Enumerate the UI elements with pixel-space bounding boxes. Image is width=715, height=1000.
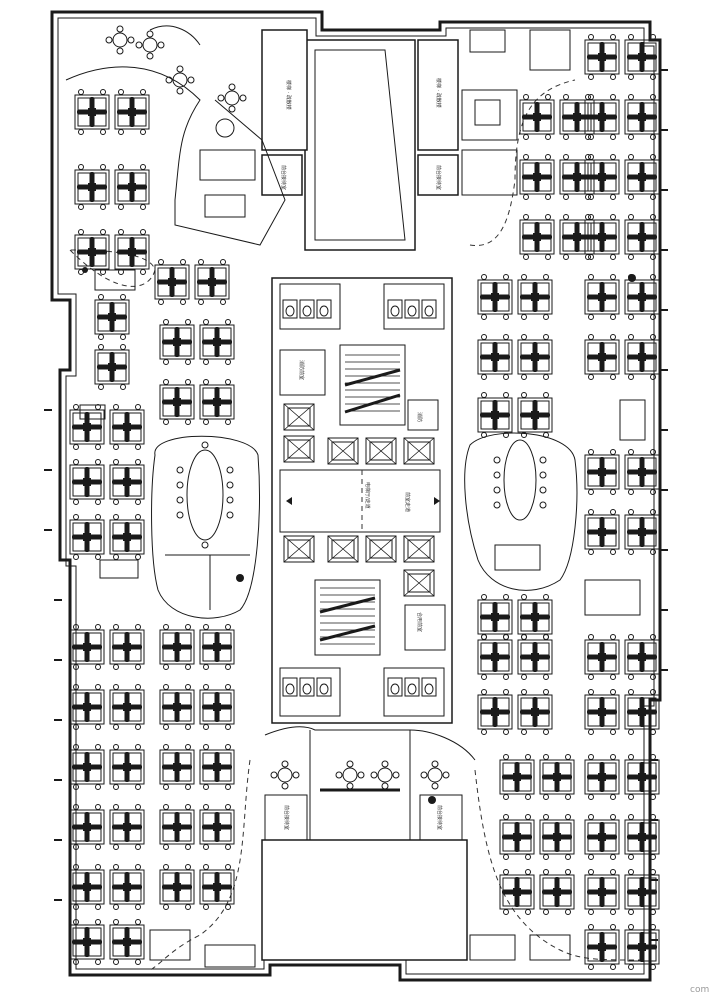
label-corridor-right: 前室走道 bbox=[404, 492, 411, 512]
label-room-br: 前台接待室 bbox=[436, 805, 443, 830]
label-core-lower-right: 合用前室 bbox=[416, 612, 423, 632]
label-stair-right: 楼梯 · 疏散楼 bbox=[435, 78, 442, 108]
top-left-lounge bbox=[65, 25, 286, 287]
label-stair-left: 楼梯 · 疏散楼 bbox=[285, 80, 292, 110]
bottom-atrium: 前台接待室 前台接待室 bbox=[149, 726, 641, 971]
workstations-right-top bbox=[520, 35, 659, 260]
label-core-left: 消防前室 bbox=[298, 360, 305, 380]
misc-furniture bbox=[79, 267, 636, 968]
label-room-tr: 前台接待室 bbox=[435, 165, 442, 190]
outer-walls bbox=[50, 10, 662, 982]
meeting-room-right bbox=[464, 432, 578, 591]
top-atrium: 楼梯 · 疏散楼 楼梯 · 疏散楼 前台接待室 前台接待室 bbox=[261, 29, 459, 251]
meeting-room-left bbox=[151, 435, 260, 619]
top-right-rooms bbox=[461, 29, 576, 247]
label-core-right: 消防 bbox=[416, 412, 423, 422]
workstations-left-lower bbox=[70, 625, 234, 965]
facade-ticks-left bbox=[44, 409, 62, 901]
workstations-left-top bbox=[75, 90, 149, 275]
label-room-tl: 前台接待室 bbox=[280, 165, 287, 190]
workstations-right-upper bbox=[478, 275, 659, 616]
label-room-bl: 前台接待室 bbox=[283, 805, 290, 830]
workstations-right-lower bbox=[478, 595, 659, 970]
central-core: 消防前室 消防 电梯厅/走道 前室走道 合用前室 bbox=[271, 277, 453, 724]
watermark: com bbox=[690, 985, 709, 995]
label-corridor-left: 电梯厅/走道 bbox=[364, 482, 371, 509]
